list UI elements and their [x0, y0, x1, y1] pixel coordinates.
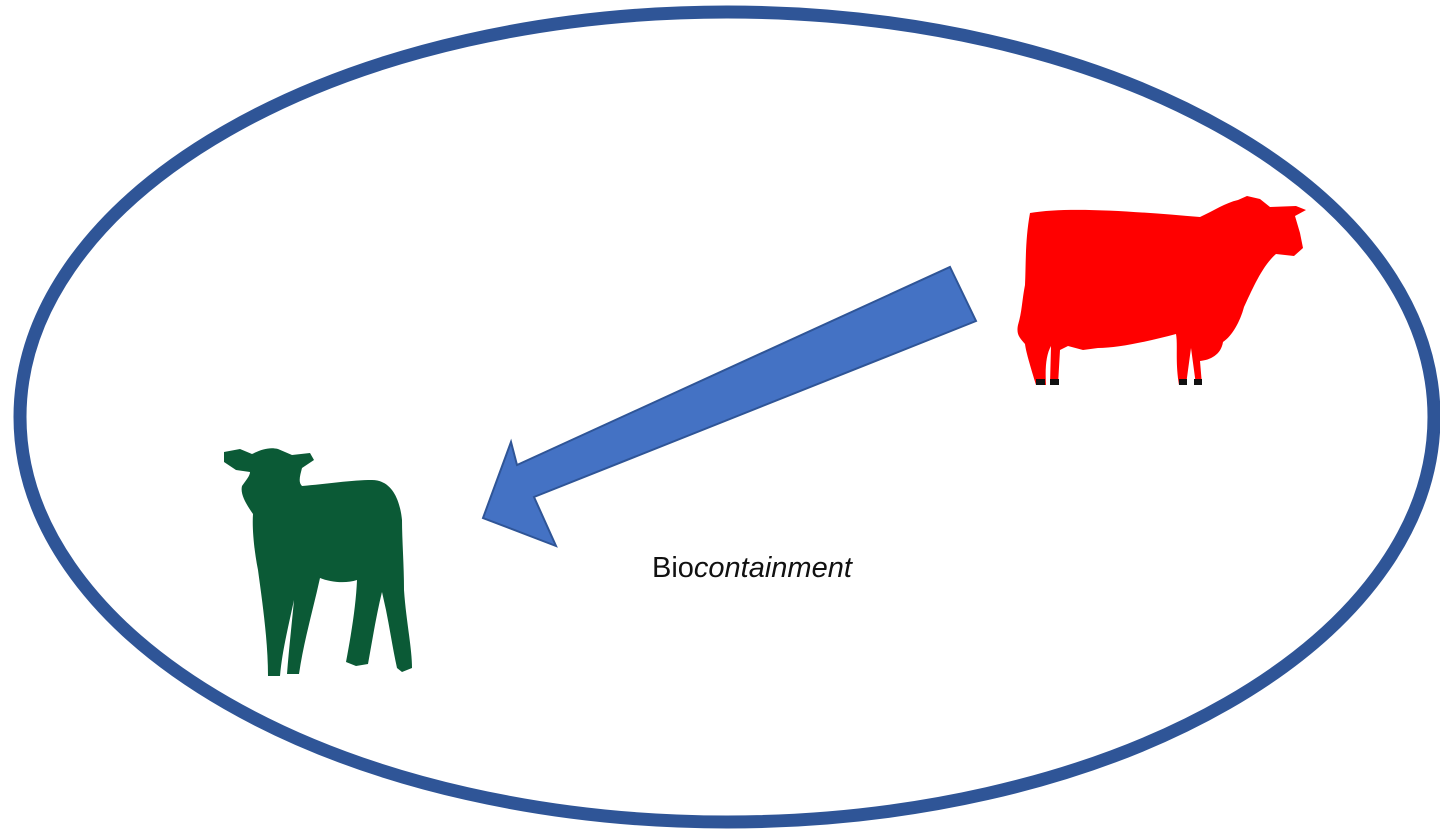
label-italic: containment: [694, 552, 852, 584]
biocontainment-label: Biocontainment: [652, 552, 852, 585]
cow-silhouette: [1017, 196, 1306, 385]
transmission-arrow: [483, 267, 976, 546]
cow-hoof: [1036, 379, 1045, 385]
cow-hoof: [1194, 379, 1202, 385]
cow-hoof: [1050, 379, 1059, 385]
label-prefix: Bio: [652, 552, 694, 584]
calf-silhouette: [224, 448, 412, 676]
cow-hoof: [1179, 379, 1187, 385]
